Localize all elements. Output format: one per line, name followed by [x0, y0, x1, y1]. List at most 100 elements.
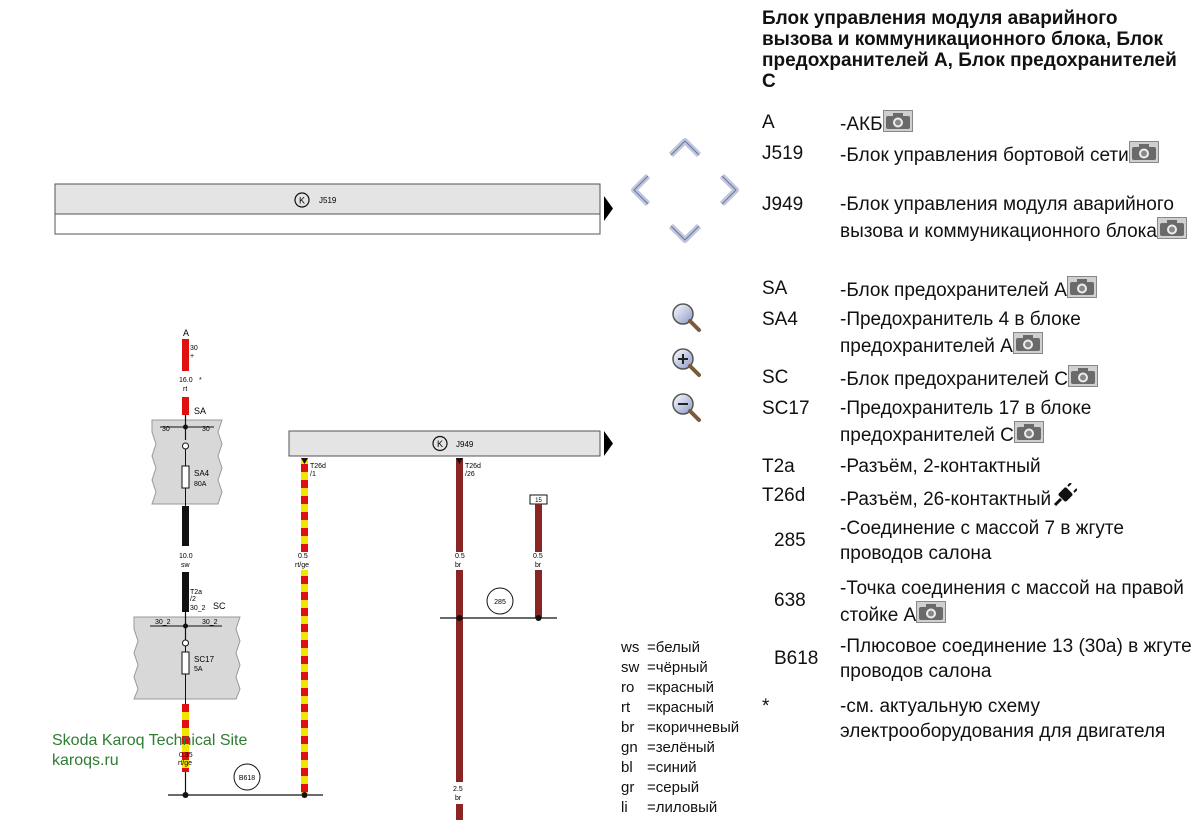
battery-sign: + [190, 353, 194, 360]
legend-description: -Блок управления бортовой сети [840, 141, 1195, 168]
t26d-b-pin: /26 [465, 471, 475, 478]
wire-color-name: коричневый [655, 719, 740, 736]
t26d-a-pin: /1 [310, 471, 316, 478]
wire-color-code: ws [621, 639, 640, 656]
t2a-term: 30_2 [190, 605, 206, 612]
wire3-size: 0.35 [179, 752, 193, 759]
camera-icon[interactable] [882, 110, 913, 132]
wire-color-name: белый [655, 639, 700, 656]
legend-description-text: Блок предохранителей C [846, 369, 1068, 390]
wire7-size: 2.5 [453, 786, 463, 793]
legend-description: -Предохранитель 4 в блоке предохранителе… [840, 309, 1081, 357]
arrow-left-icon[interactable] [631, 173, 651, 207]
fuse-box-sa [151, 419, 223, 505]
zoom-out-icon[interactable] [672, 393, 701, 422]
camera-icon[interactable] [1012, 332, 1043, 354]
wire3-color: rt/ge [178, 760, 192, 767]
legend-code: J949 [762, 194, 804, 215]
legend-code: A [762, 112, 775, 133]
legend-description-text: АКБ [846, 114, 883, 135]
k-symbol-label: K [299, 196, 305, 206]
b618-connection-icon [233, 763, 261, 791]
legend-description: -Блок предохранителей C [840, 365, 1195, 392]
module-j949: K J949 [288, 430, 601, 457]
legend-description: -Соединение с массой 7 в жгуте проводов … [840, 518, 1124, 564]
legend-code: 638 [774, 590, 806, 611]
connector-plug-icon[interactable] [1051, 482, 1078, 509]
wire-color-row: sw=чёрный [621, 659, 708, 676]
wire-rt-16 [182, 339, 189, 371]
continue-arrow-j519-icon[interactable] [604, 196, 613, 221]
wire-rtge-05 [301, 458, 308, 795]
legend-description-text: Предохранитель 17 в блоке предохранителе… [840, 398, 1092, 446]
wire-color-row: li=лиловый [621, 799, 718, 816]
continue-arrow-j949-icon[interactable] [604, 431, 613, 456]
arrow-right-icon[interactable] [719, 173, 739, 207]
wire6-color: br [535, 562, 542, 569]
fuse-sc17-icon [181, 651, 190, 675]
wire5-size: 0.5 [455, 553, 465, 560]
sc-terminal-left: 30_2 [155, 619, 171, 626]
k-symbol-icon [294, 192, 310, 208]
t26d-a-label: T26d [310, 463, 326, 470]
legend-description-text: Блок предохранителей A [846, 280, 1067, 301]
sa4-label: SA4 [194, 469, 210, 478]
wire-color-code: ro [621, 679, 635, 696]
camera-icon[interactable] [916, 601, 947, 623]
sa-label: SA [194, 406, 206, 416]
module-j519: K J519 [54, 183, 601, 235]
watermark: Skoda Karoq Technical Site karoqs.ru [52, 731, 247, 771]
wire-color-code: br [621, 719, 635, 736]
ground-285-label: 285 [494, 599, 506, 606]
camera-icon[interactable] [1156, 217, 1187, 239]
legend-code: SA [762, 278, 788, 299]
wiring-diagram: K J519 K J949 A 30 + 16.0 * rt SA 30 30 … [54, 138, 739, 820]
arrow-down-icon[interactable] [668, 223, 702, 243]
legend-code: B618 [774, 648, 819, 669]
camera-icon[interactable] [1067, 365, 1098, 387]
zoom-fit-icon[interactable] [672, 303, 701, 332]
wire-br-05 [456, 458, 463, 820]
wire1-star: * [199, 377, 202, 384]
legend-description: -Разъём, 2-контактный [840, 456, 1041, 477]
camera-icon[interactable] [1066, 276, 1097, 298]
wire2-color: sw [181, 562, 191, 569]
legend-description: -см. актуальную схему электрооборудовани… [840, 696, 1166, 742]
sc-terminal-right: 30_2 [202, 619, 218, 626]
sa-terminal-left: 30 [162, 426, 170, 433]
wire7-color: br [455, 795, 462, 802]
k-symbol-label: K [437, 439, 443, 449]
wire-color-row: ro=красный [621, 679, 714, 696]
legend-code: T2a [762, 456, 795, 477]
wire4-size: 0.5 [298, 553, 308, 560]
wire-color-row: ws=белый [621, 639, 700, 656]
t26d-b-label: T26d [465, 463, 481, 470]
legend-code: T26d [762, 485, 806, 506]
legend-code: SC17 [762, 398, 810, 419]
sa-terminal-right: 30 [202, 426, 210, 433]
watermark-url: karoqs.ru [52, 752, 119, 769]
sa4-rating: 80A [194, 481, 207, 488]
wire-color-name: чёрный [655, 659, 708, 676]
wire-color-row: bl=синий [621, 759, 697, 776]
battery-terminal: 30 [190, 345, 198, 352]
j949-label: J949 [456, 440, 474, 449]
wire1-size: 16.0 [179, 377, 193, 384]
legend-description: -Точка соединения с массой на правой сто… [840, 578, 1184, 626]
wire-sw-10-lower [182, 572, 189, 612]
camera-icon[interactable] [1128, 141, 1159, 163]
camera-icon[interactable] [1013, 421, 1044, 443]
legend-description-text: Плюсовое соединение 13 (30a) в жгуте про… [840, 636, 1192, 682]
zoom-in-icon[interactable] [672, 348, 701, 377]
arrow-up-icon[interactable] [668, 138, 702, 158]
legend-code: J519 [762, 143, 804, 164]
sc17-label: SC17 [194, 655, 215, 664]
wire-color-name: синий [655, 759, 697, 776]
legend-description-text: см. актуальную схему электрооборудования… [840, 696, 1166, 742]
legend-code: 285 [774, 530, 806, 551]
wire-color-code: gr [621, 779, 635, 796]
wire-color-code: gn [621, 739, 638, 756]
sc17-rating: 5A [194, 666, 203, 673]
ground-285-icon [486, 587, 514, 615]
